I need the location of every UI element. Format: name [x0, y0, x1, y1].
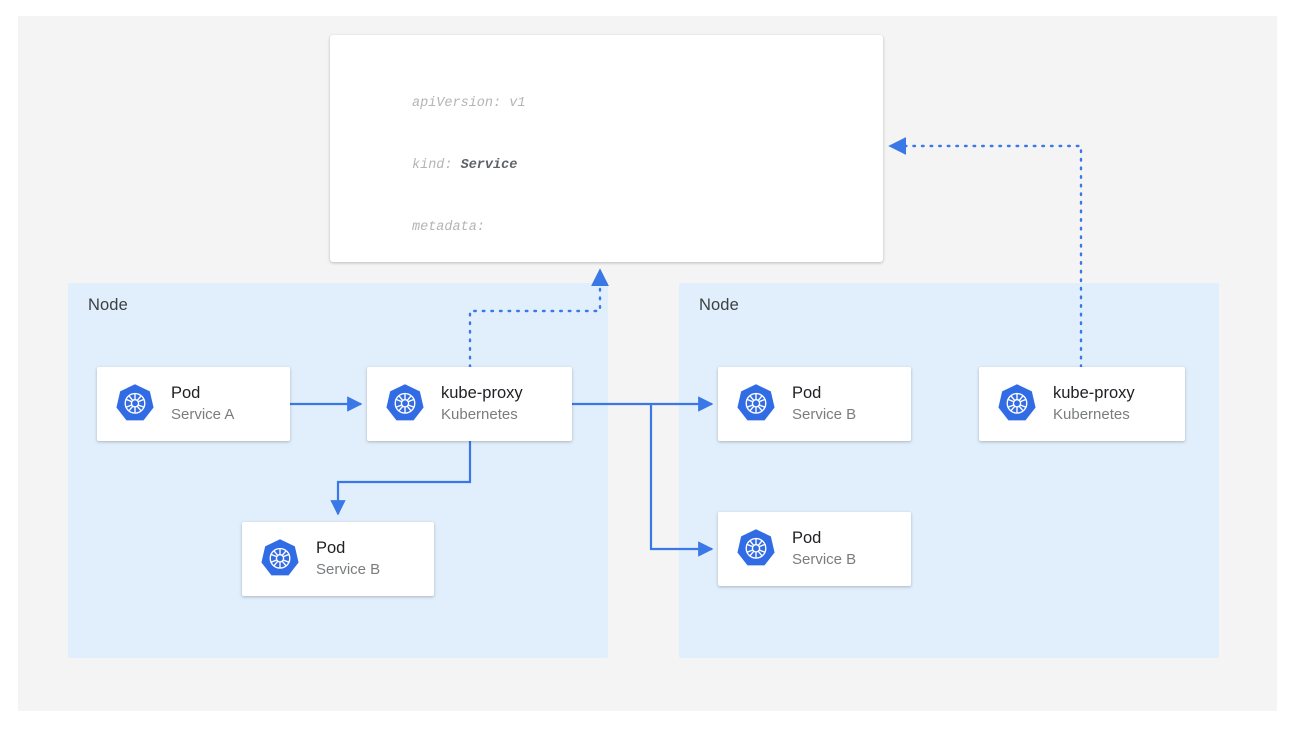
- card-title: Pod: [792, 528, 822, 547]
- code-line-key: kind:: [412, 157, 461, 173]
- card-subtitle: Service A: [171, 406, 235, 424]
- card-title: kube-proxy: [1053, 383, 1135, 402]
- kubernetes-logo-icon: [737, 384, 775, 421]
- card-pod-service-b-right-node-top[interactable]: Pod Service B: [718, 367, 911, 441]
- card-subtitle: Service B: [792, 551, 857, 569]
- kubernetes-logo-icon: [737, 529, 775, 566]
- card-kube-proxy-left[interactable]: kube-proxy Kubernetes: [367, 367, 572, 441]
- card-pod-service-a[interactable]: Pod Service A: [97, 367, 290, 441]
- card-pod-service-b-right-node-bottom[interactable]: Pod Service B: [718, 512, 911, 586]
- card-text-block: Pod Service B: [792, 529, 856, 569]
- code-line: apiVersion: v1: [412, 96, 526, 112]
- node-container-left: Node: [68, 283, 608, 658]
- card-text-block: Pod Service B: [792, 384, 856, 424]
- card-title: Pod: [171, 383, 201, 402]
- card-pod-service-b-left-node[interactable]: Pod Service B: [242, 522, 434, 596]
- service-manifest-code: apiVersion: v1 kind: Service metadata: n…: [412, 53, 744, 262]
- node-container-right: Node: [679, 283, 1219, 658]
- card-text-block: Pod Service B: [316, 539, 380, 579]
- card-text-block: kube-proxy Kubernetes: [1053, 384, 1135, 424]
- card-kube-proxy-right[interactable]: kube-proxy Kubernetes: [979, 367, 1185, 441]
- node-label-left: Node: [88, 296, 128, 314]
- card-subtitle: Service B: [792, 406, 857, 424]
- code-line-value: Service: [460, 157, 518, 173]
- card-subtitle: Service B: [316, 561, 381, 579]
- card-subtitle: Kubernetes: [441, 406, 518, 424]
- card-title: kube-proxy: [441, 383, 523, 402]
- code-line: kind: Service: [412, 156, 744, 177]
- card-title: Pod: [316, 538, 346, 557]
- card-subtitle: Kubernetes: [1053, 406, 1130, 424]
- card-title: Pod: [792, 383, 822, 402]
- kubernetes-logo-icon: [998, 384, 1036, 421]
- kubernetes-logo-icon: [116, 384, 154, 421]
- card-text-block: Pod Service A: [171, 384, 234, 424]
- node-label-right: Node: [699, 296, 739, 314]
- kubernetes-logo-icon: [386, 384, 424, 421]
- service-manifest-card: apiVersion: v1 kind: Service metadata: n…: [330, 35, 883, 262]
- code-line: metadata:: [412, 219, 485, 235]
- kubernetes-logo-icon: [261, 539, 299, 576]
- card-text-block: kube-proxy Kubernetes: [441, 384, 523, 424]
